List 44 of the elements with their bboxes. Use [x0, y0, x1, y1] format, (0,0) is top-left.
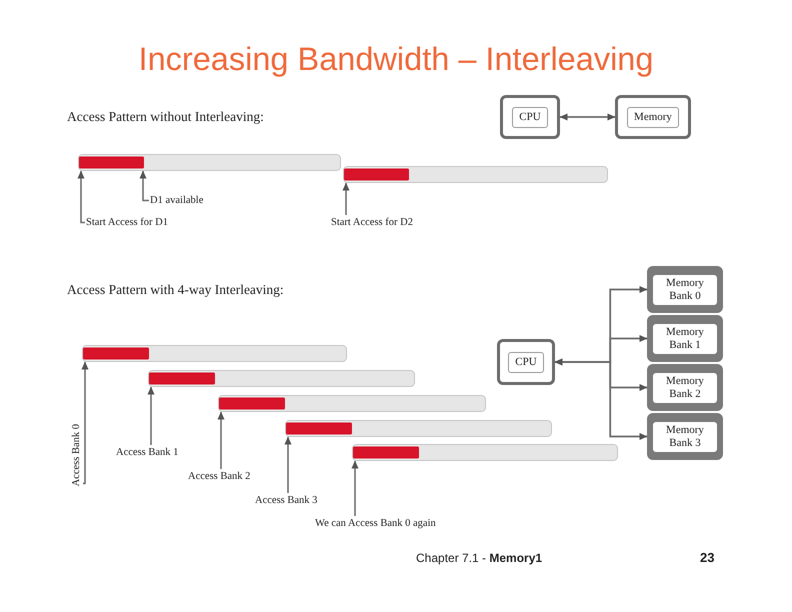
- timeline-bar: [78, 154, 341, 171]
- leader-arrow: [284, 436, 292, 493]
- callout-label: Access Bank 1: [116, 446, 178, 459]
- timeline-bar: [218, 395, 486, 412]
- block-label: Memory Bank 0: [653, 274, 717, 304]
- memory-bank-block: [647, 413, 723, 460]
- leader-arrow: [352, 460, 358, 516]
- leader-arrow: [148, 386, 154, 445]
- processor-block: [500, 95, 560, 139]
- callout-label: Access Bank 0: [70, 424, 83, 486]
- slide-title: Increasing Bandwidth – Interleaving: [138, 41, 654, 77]
- callout-label: We can Access Bank 0 again: [315, 517, 436, 530]
- timeline-bar: [285, 420, 552, 437]
- block-label: Memory Bank 3: [653, 422, 717, 452]
- timeline-bar: [343, 166, 608, 183]
- leader-arrow: [218, 412, 224, 469]
- leader-arrow: [82, 362, 88, 484]
- block-label: CPU: [508, 352, 544, 372]
- block-label: Memory: [627, 106, 679, 128]
- leader-arrow: [342, 182, 350, 215]
- memory-bank-block: [647, 364, 723, 411]
- callout-label: Access Bank 2: [188, 470, 250, 483]
- block-label: CPU: [512, 106, 548, 128]
- memory-bank-block: [647, 266, 723, 313]
- callout-label: Start Access for D2: [331, 216, 413, 229]
- callout-label: Access Bank 3: [255, 494, 318, 507]
- section-heading: Access Pattern without Interleaving:: [67, 109, 264, 125]
- block-label: Memory Bank 2: [653, 372, 717, 402]
- connector-arrow: [560, 114, 616, 120]
- timeline-bar: [82, 345, 347, 362]
- callout-label: Start Access for D1: [86, 216, 168, 229]
- memory-block: [615, 95, 691, 139]
- page-number: 23: [700, 551, 714, 565]
- section-heading: Access Pattern with 4-way Interleaving:: [67, 282, 284, 298]
- callout-label: D1 available: [150, 194, 204, 207]
- processor-block: [497, 339, 555, 385]
- timeline-bar: [148, 370, 415, 387]
- memory-bank-block: [647, 315, 723, 362]
- leader-arrow: [140, 170, 149, 202]
- block-label: Memory Bank 1: [653, 324, 717, 354]
- connector-arrow: [554, 358, 648, 440]
- footer-text: Chapter 7.1 - Memory1: [416, 551, 542, 565]
- leader-arrow: [78, 170, 85, 224]
- timeline-bar: [352, 444, 618, 461]
